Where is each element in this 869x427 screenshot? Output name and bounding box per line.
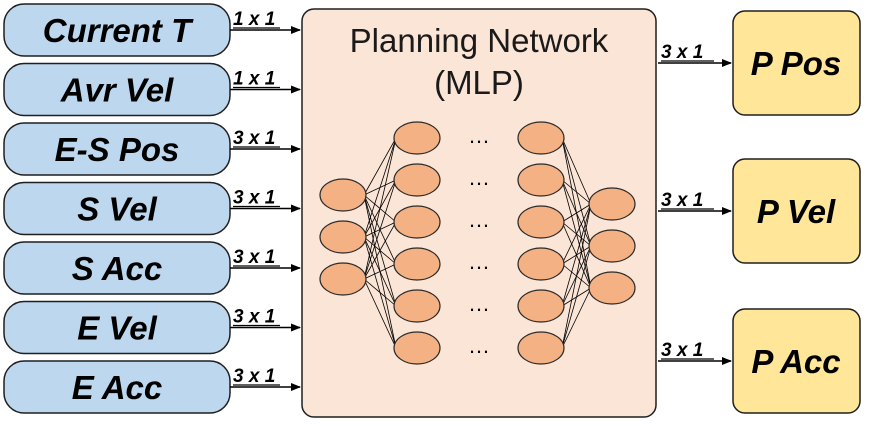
neuron-node <box>517 289 565 323</box>
output-label: P Vel <box>757 193 836 230</box>
input-item: Avr Vel 1 x 1 <box>3 62 301 117</box>
input-label: S Acc <box>72 250 163 287</box>
neuron-node <box>393 205 441 239</box>
output-box <box>732 10 861 116</box>
layer-ellipsis: … <box>468 165 490 190</box>
network-edge <box>363 263 397 280</box>
layer-ellipsis: … <box>468 123 490 148</box>
input-label: E-S Pos <box>55 131 180 168</box>
neuron-node <box>588 187 636 221</box>
neuron-node <box>393 247 441 281</box>
network-connections <box>363 137 592 349</box>
network-edge <box>561 203 592 265</box>
input-dimension: 1 x 1 <box>233 69 275 90</box>
network-edge <box>363 179 397 280</box>
network-edge <box>363 221 397 280</box>
hidden-layer-ellipses: … … … … … … <box>468 123 490 358</box>
input-label: E Acc <box>72 369 163 406</box>
network-subtitle: (MLP) <box>434 64 524 101</box>
input-dimension: 3 x 1 <box>233 247 275 268</box>
network-edge <box>561 203 592 349</box>
input-item: S Acc 3 x 1 <box>3 241 301 295</box>
output-item: P Pos 3 x 1 <box>658 10 861 116</box>
neuron-node <box>393 331 441 365</box>
network-neurons <box>319 121 636 365</box>
neuron-node <box>319 220 367 254</box>
output-dimension: 3 x 1 <box>661 42 703 63</box>
input-label: Current T <box>43 12 194 49</box>
input-dimension: 3 x 1 <box>233 307 275 328</box>
layer-ellipsis: … <box>468 207 490 232</box>
input-label: Avr Vel <box>60 72 174 109</box>
neuron-node <box>588 229 636 263</box>
network-edge <box>363 278 397 307</box>
network-edge <box>363 137 397 238</box>
input-dimension: 3 x 1 <box>233 366 275 387</box>
network-edge <box>561 245 592 349</box>
neuron-node <box>517 205 565 239</box>
neuron-node <box>393 289 441 323</box>
output-box <box>732 308 861 414</box>
neuron-node <box>393 121 441 155</box>
input-label: S Vel <box>77 191 157 228</box>
network-edge <box>561 203 592 223</box>
network-edge <box>561 179 592 205</box>
output-label: P Pos <box>751 45 841 82</box>
neuron-node <box>517 331 565 365</box>
input-item: E-S Pos 3 x 1 <box>3 122 301 176</box>
input-item: E Acc 3 x 1 <box>3 360 301 414</box>
network-edge <box>561 287 592 349</box>
network-edge <box>363 278 397 349</box>
input-dimension: 3 x 1 <box>233 128 275 149</box>
neuron-node <box>393 163 441 197</box>
layer-ellipsis: … <box>468 249 490 274</box>
input-dimension: 3 x 1 <box>233 188 275 209</box>
network-title: Planning Network <box>350 22 609 59</box>
layer-ellipsis: … <box>468 291 490 316</box>
input-dimension: 1 x 1 <box>233 9 275 30</box>
network-edge <box>363 137 397 280</box>
neuron-node <box>319 262 367 296</box>
layer-ellipsis: … <box>468 333 490 358</box>
neuron-node <box>517 163 565 197</box>
input-item: S Vel 3 x 1 <box>3 181 301 236</box>
output-dimension: 3 x 1 <box>661 340 703 361</box>
network-edge <box>561 137 592 205</box>
network-edge <box>363 137 397 196</box>
neuron-node <box>319 178 367 212</box>
planning-network-box <box>301 8 657 418</box>
output-box <box>732 158 861 264</box>
output-item: P Acc 3 x 1 <box>658 308 861 414</box>
input-label: E Vel <box>77 310 157 347</box>
output-item: P Vel 3 x 1 <box>658 158 861 264</box>
input-item: Current T 1 x 1 <box>3 3 301 57</box>
input-item: E Vel 3 x 1 <box>3 300 301 355</box>
output-label: P Acc <box>751 343 840 380</box>
network-edge <box>561 203 592 307</box>
neuron-node <box>517 121 565 155</box>
output-list: P Pos 3 x 1 P Vel 3 x 1 P Acc 3 x 1 <box>658 10 861 414</box>
neuron-node <box>517 247 565 281</box>
neuron-node <box>588 271 636 305</box>
output-dimension: 3 x 1 <box>661 190 703 211</box>
